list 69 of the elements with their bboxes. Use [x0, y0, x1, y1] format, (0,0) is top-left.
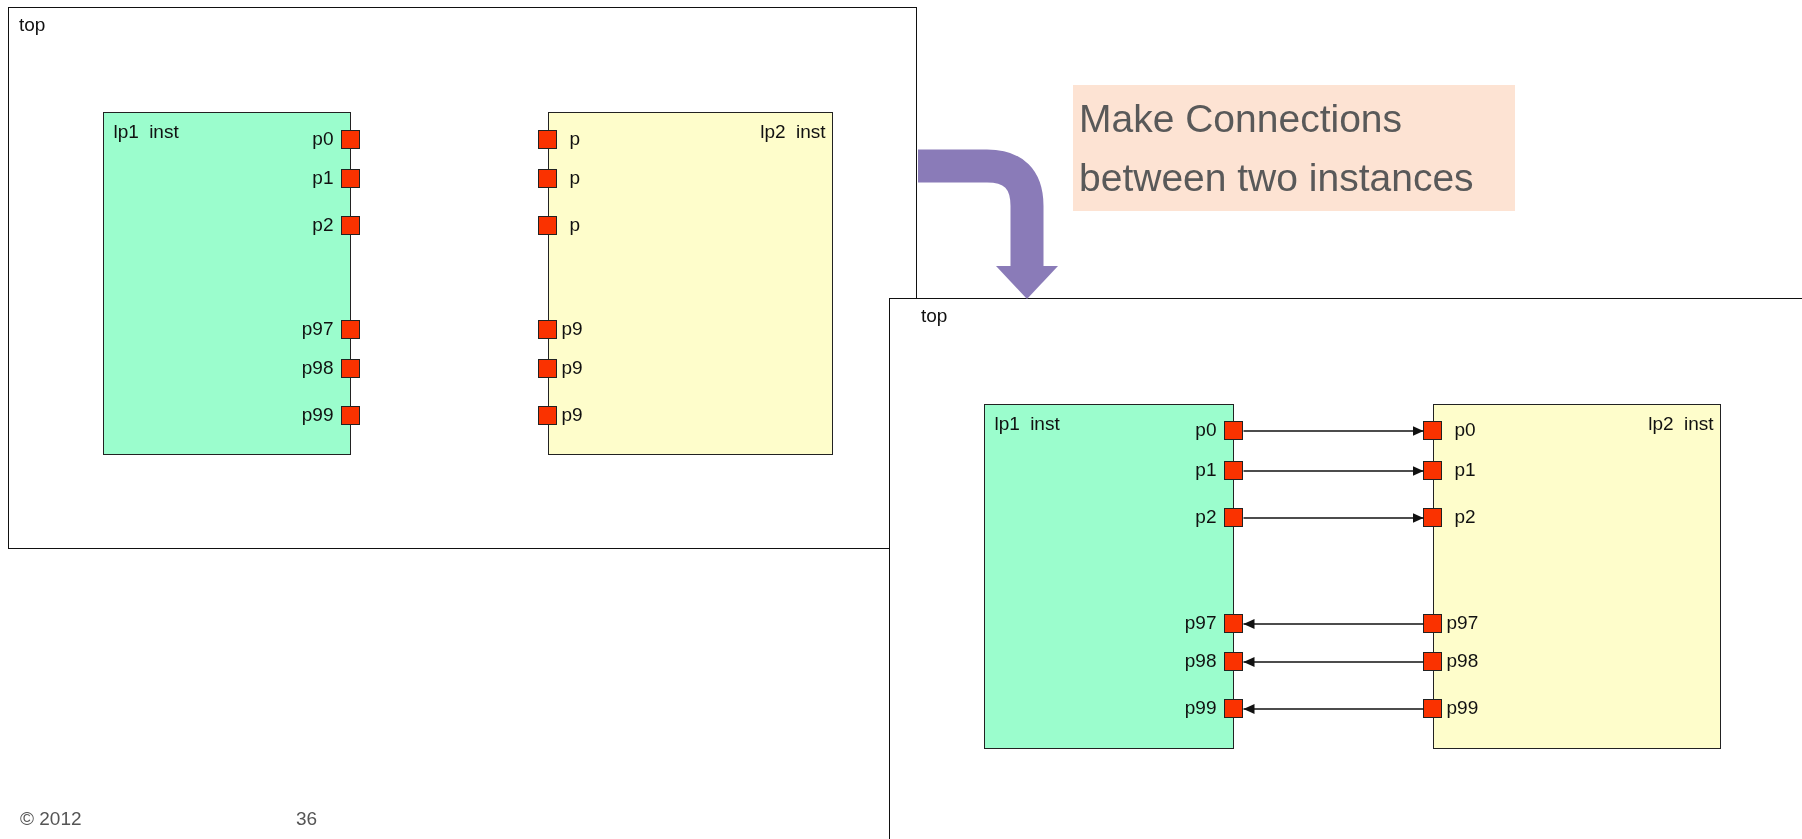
port-square: [1224, 652, 1243, 671]
port-name: p97: [301, 318, 334, 340]
connection-arrow: [1242, 426, 1425, 436]
port-square: [1423, 614, 1442, 633]
port-name: p0: [1195, 419, 1217, 441]
port-square: [1224, 614, 1243, 633]
instance-block: [1432, 403, 1721, 749]
port-name: p9: [561, 318, 583, 340]
connection-arrow: [1242, 466, 1425, 476]
connection-arrow: [1242, 704, 1425, 714]
page-number: 36: [296, 808, 318, 830]
port-square: [1423, 652, 1442, 671]
instance-name: lp1 inst: [113, 120, 179, 143]
module-frame: [889, 298, 1802, 839]
port-name: p99: [1446, 697, 1479, 719]
port-name: p: [569, 167, 581, 189]
instance-block: [983, 403, 1234, 749]
port-square: [538, 169, 557, 188]
port-name: p: [569, 214, 581, 236]
connection-arrow: [1242, 619, 1425, 629]
connection-arrow: [1242, 513, 1425, 523]
module-frame: [8, 7, 917, 549]
port-square: [341, 406, 360, 425]
port-square: [1224, 699, 1243, 718]
port-square: [538, 320, 557, 339]
port-name: p0: [312, 128, 334, 150]
module-name: top: [921, 305, 948, 327]
port-square: [341, 130, 360, 149]
port-square: [1224, 508, 1243, 527]
port-square: [1423, 699, 1442, 718]
port-name: p2: [1195, 506, 1217, 528]
port-name: p2: [1454, 506, 1476, 528]
port-square: [1423, 508, 1442, 527]
port-square: [1224, 461, 1243, 480]
instance-block: [547, 111, 833, 455]
port-square: [341, 169, 360, 188]
port-square: [1423, 421, 1442, 440]
port-square: [1224, 421, 1243, 440]
port-name: p99: [1184, 697, 1217, 719]
port-name: p1: [1454, 459, 1476, 481]
port-name: p97: [1184, 612, 1217, 634]
port-name: p: [569, 128, 581, 150]
port-name: p2: [312, 214, 334, 236]
port-name: p98: [1446, 650, 1479, 672]
connection-arrow: [1242, 657, 1425, 667]
copyright-note: © 2012: [20, 808, 82, 830]
port-square: [341, 320, 360, 339]
port-name: p9: [561, 357, 583, 379]
port-square: [341, 216, 360, 235]
port-square: [341, 359, 360, 378]
port-name: p98: [1184, 650, 1217, 672]
callout-note: Make Connections between two instances: [1073, 85, 1515, 211]
port-name: p1: [1195, 459, 1217, 481]
port-name: p1: [312, 167, 334, 189]
instance-name: lp2 inst: [1648, 412, 1714, 435]
instance-name: lp2 inst: [760, 120, 826, 143]
port-square: [538, 359, 557, 378]
instance-block: [102, 111, 351, 455]
port-square: [538, 406, 557, 425]
port-name: p98: [301, 357, 334, 379]
instance-name: lp1 inst: [994, 412, 1060, 435]
port-square: [538, 216, 557, 235]
port-name: p99: [301, 404, 334, 426]
port-square: [538, 130, 557, 149]
port-name: p9: [561, 404, 583, 426]
port-name: p0: [1454, 419, 1476, 441]
port-name: p97: [1446, 612, 1479, 634]
port-square: [1423, 461, 1442, 480]
module-name: top: [19, 14, 46, 36]
